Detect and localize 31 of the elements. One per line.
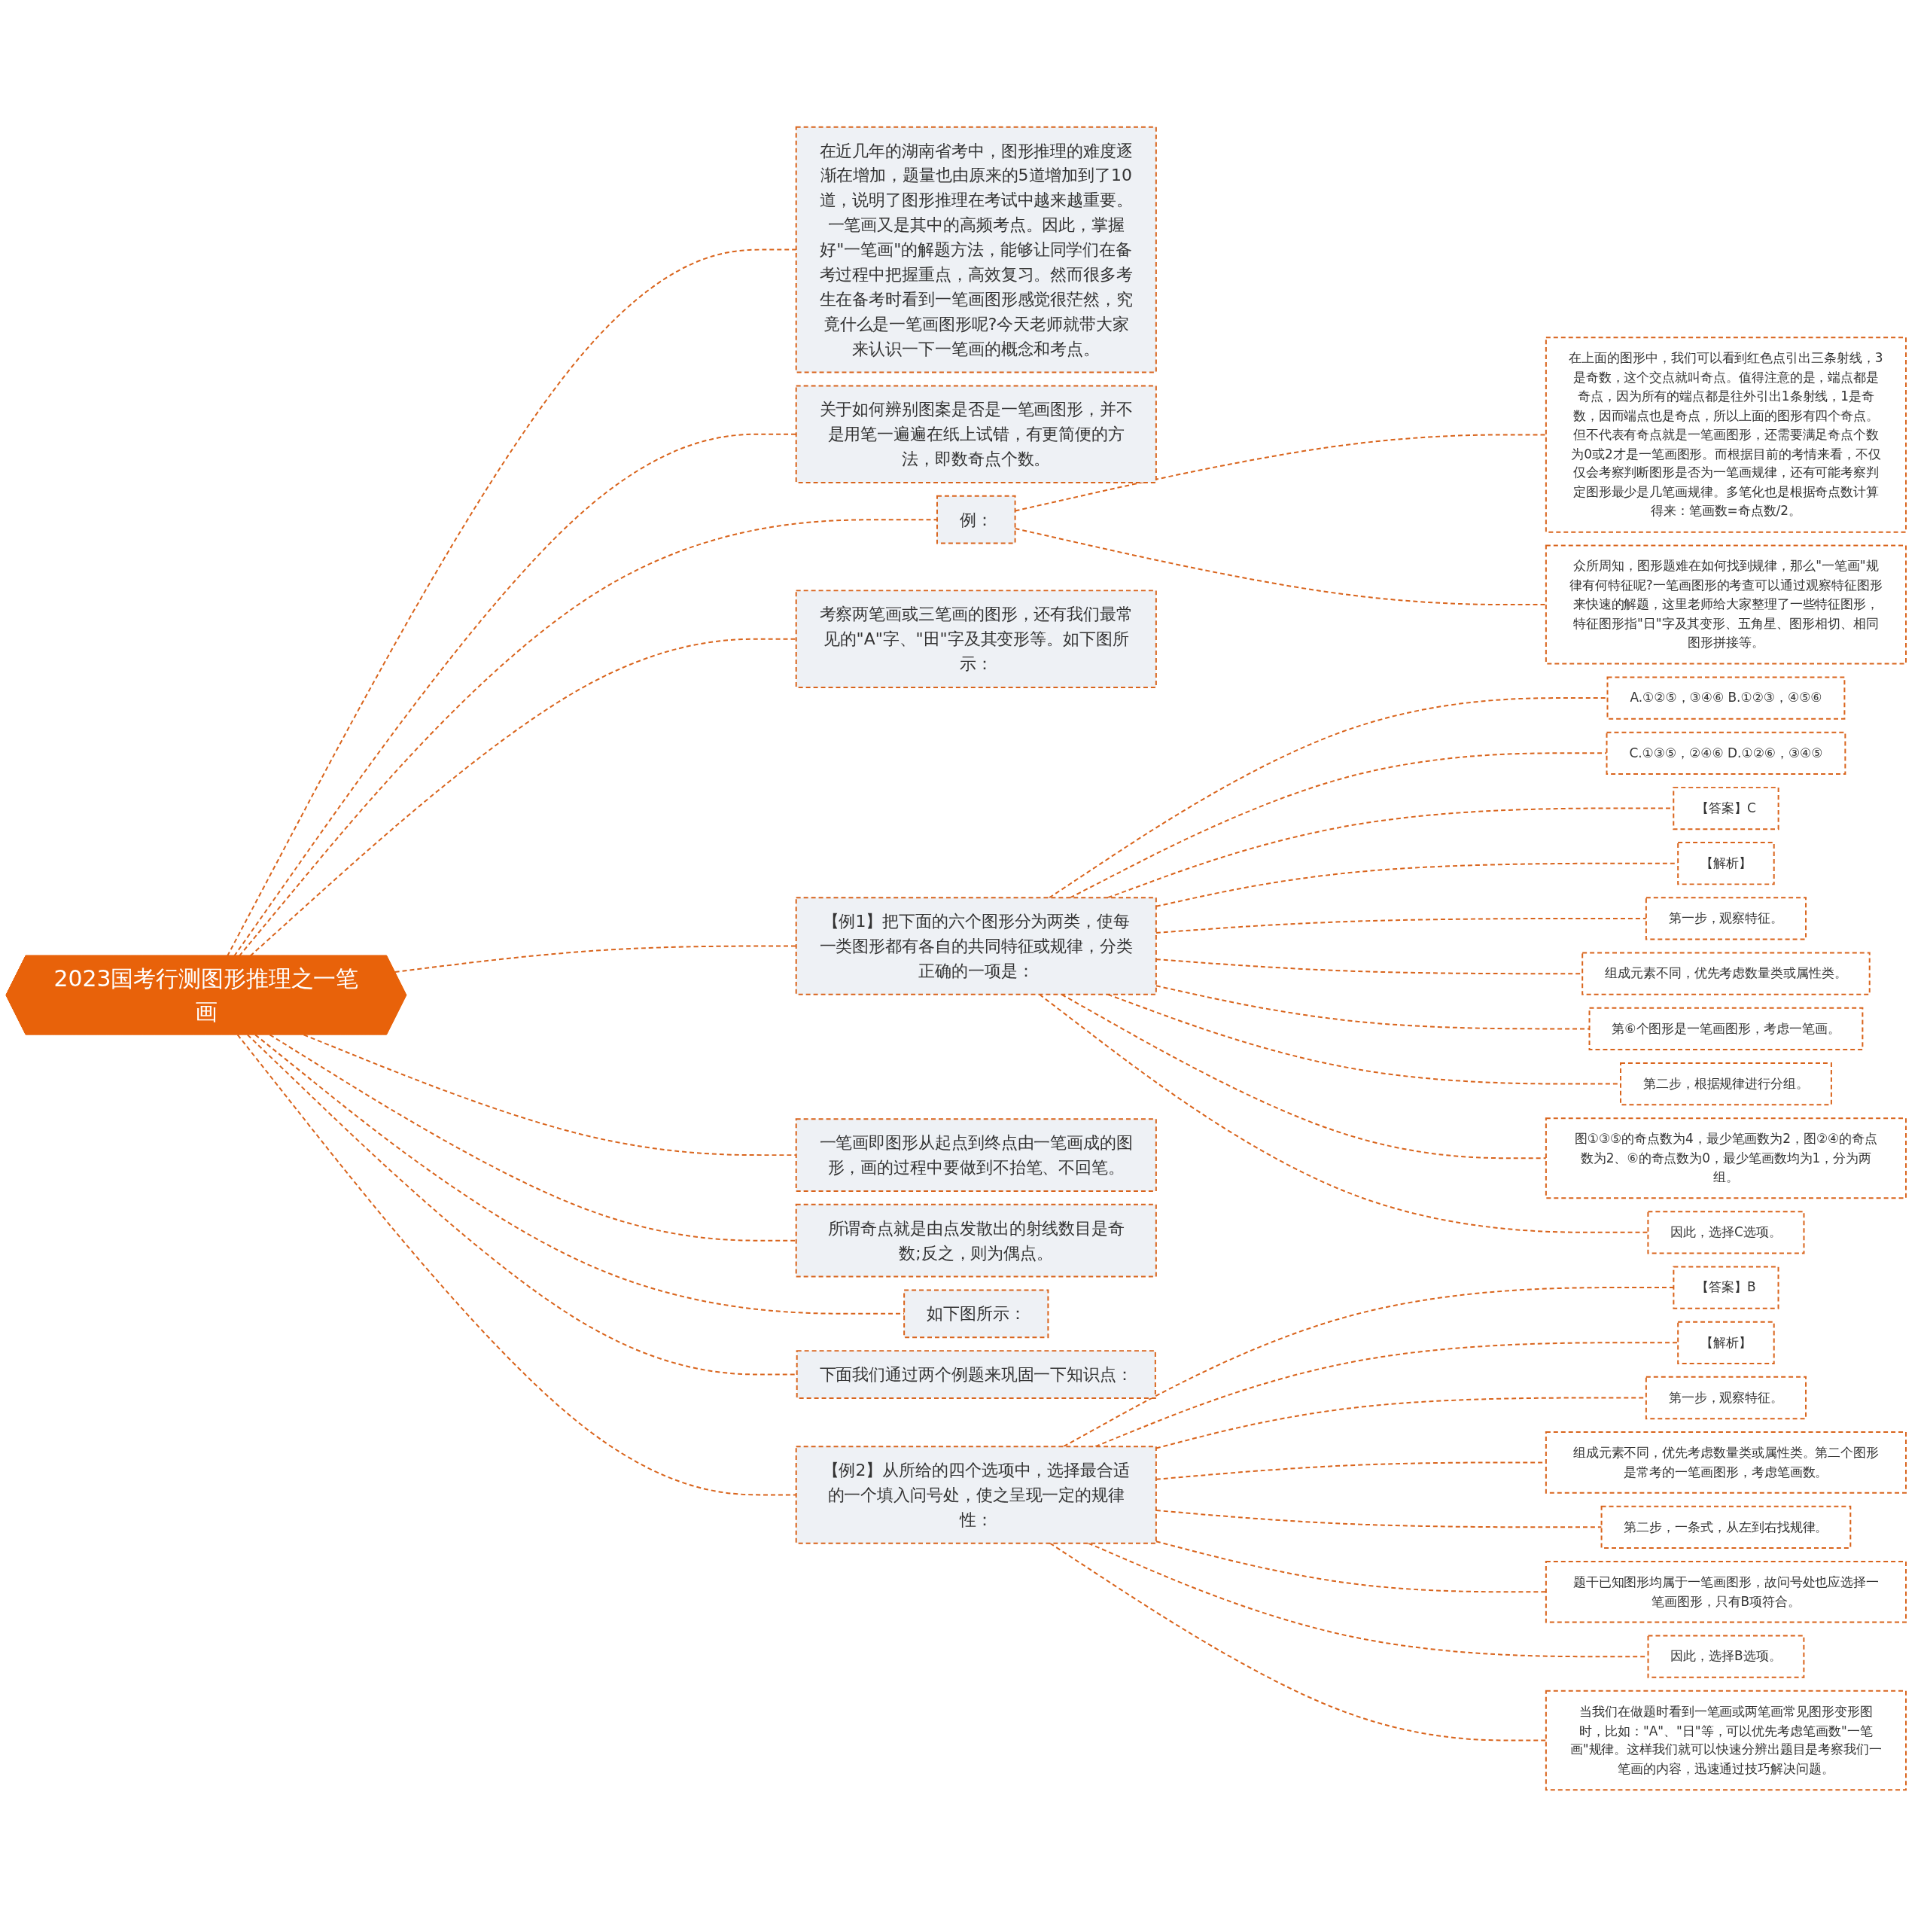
node-box: 组成元素不同，优先考虑数量类或属性类。 — [1581, 952, 1871, 995]
connector — [236, 1034, 797, 1496]
node-box: A.①②⑤，③④⑥ B.①②③，④⑤⑥ — [1606, 676, 1846, 720]
node-box: 第二步，根据规律进行分组。 — [1620, 1062, 1832, 1106]
node-box: 第⑥个图形是一笔画图形，考虑一笔画。 — [1588, 1007, 1864, 1051]
node-box: 【解析】 — [1677, 1321, 1775, 1364]
node-box: 第二步，一条式，从左到右找规律。 — [1600, 1505, 1852, 1549]
node-box: 因此，选择C选项。 — [1647, 1211, 1805, 1254]
node-box: 例： — [936, 495, 1016, 544]
node-box: 在近几年的湖南省考中，图形推理的难度逐渐在增加，题量也由原来的5道增加到了10道，说明了图形推理在考试中越来越重要。一笔画又是其中的高频考点。因此，掌握好"一笔画"的解题方法，能够让同学们在备考过程中把握重点，高效复习。然而很多考生在备考时看到一笔画图形感觉很茫然，究竟什么是一笔画图形呢?今天老师就带大家来认识一下一笔画的概念和考点。 — [795, 126, 1157, 373]
node-box: 因此，选择B选项。 — [1647, 1635, 1805, 1678]
node-box: 众所周知，图形题难在如何找到规律，那么"一笔画"规律有何特征呢?一笔画图形的考查可以通过观察特征图形来快速的解题，这里老师给大家整理了一些特征图形，特征图形指"日"字及其变形、五角星、图形相切、相同图形拼接等。 — [1545, 544, 1907, 665]
node-box: 下面我们通过两个例题来巩固一下知识点： — [796, 1350, 1156, 1399]
node-box: 【答案】C — [1673, 786, 1779, 830]
node-box: 考察两笔画或三笔画的图形，还有我们最常见的"A"字、"田"字及其变形等。如下图所示： — [795, 590, 1157, 688]
node-box: 【例2】从所给的四个选项中，选择最合适的一个填入问号处，使之呈现一定的规律性： — [795, 1446, 1157, 1544]
node-box: 当我们在做题时看到一笔画或两笔画常见图形变形图时，比如："A"、"日"等，可以优先考虑笔画数"一笔画"规律。这样我们就可以快速分辨出题目是考察我们一笔画的内容，迅速通过技巧解决问题。 — [1545, 1690, 1907, 1791]
node-box: 所谓奇点就是由点发散出的射线数目是奇数;反之，则为偶点。 — [795, 1203, 1157, 1278]
node-box: 【答案】B — [1673, 1266, 1779, 1309]
node-box: 关于如何辨别图案是否是一笔画图形，并不是用笔一遍遍在纸上试错，有更简便的方法，即数奇点个数。 — [795, 385, 1157, 483]
node-box: 一笔画即图形从起点到终点由一笔画成的图形，画的过程中要做到不抬笔、不回笔。 — [795, 1118, 1157, 1192]
node-box: 题干已知图形均属于一笔画图形，故问号处也应选择一笔画图形，只有B项符合。 — [1545, 1560, 1907, 1623]
node-box: 如下图所示： — [903, 1289, 1049, 1339]
node-box: 组成元素不同，优先考虑数量类或属性类。第二个图形是常考的一笔画图形，考虑笔画数。 — [1545, 1431, 1907, 1494]
node-box: 图①③⑤的奇点数为4，最少笔画数为2，图②④的奇点数为2、⑥的奇点数为0，最少笔画数均为1，分为两组。 — [1545, 1117, 1907, 1199]
node-box: 【解析】 — [1677, 842, 1775, 885]
node-box: C.①③⑤，②④⑥ D.①②⑥，③④⑤ — [1606, 731, 1846, 775]
node-box: 第一步，观察特征。 — [1645, 897, 1807, 940]
node-box: 【例1】把下面的六个图形分为两类，使每一类图形都有各自的共同特征或规律，分类正确的一项是： — [795, 897, 1157, 995]
node-box: 第一步，观察特征。 — [1645, 1376, 1807, 1420]
node-box: 在上面的图形中，我们可以看到红色点引出三条射线，3是奇数，这个交点就叫奇点。值得注意的是，端点都是奇点，因为所有的端点都是往外引出1条射线，1是奇数，因而端点也是奇点，所以上面的图形有四个奇点。但不代表有奇点就是一笔画图形，还需要满足奇点个数为0或2才是一笔画图形。而根据目前的考情来看，不仅仅会考察判断图形是否为一笔画规律，还有可能考察判定图形最少是几笔画规律。多笔化也是根据奇点数计算得来：笔画数=奇点数/2。 — [1545, 337, 1907, 533]
